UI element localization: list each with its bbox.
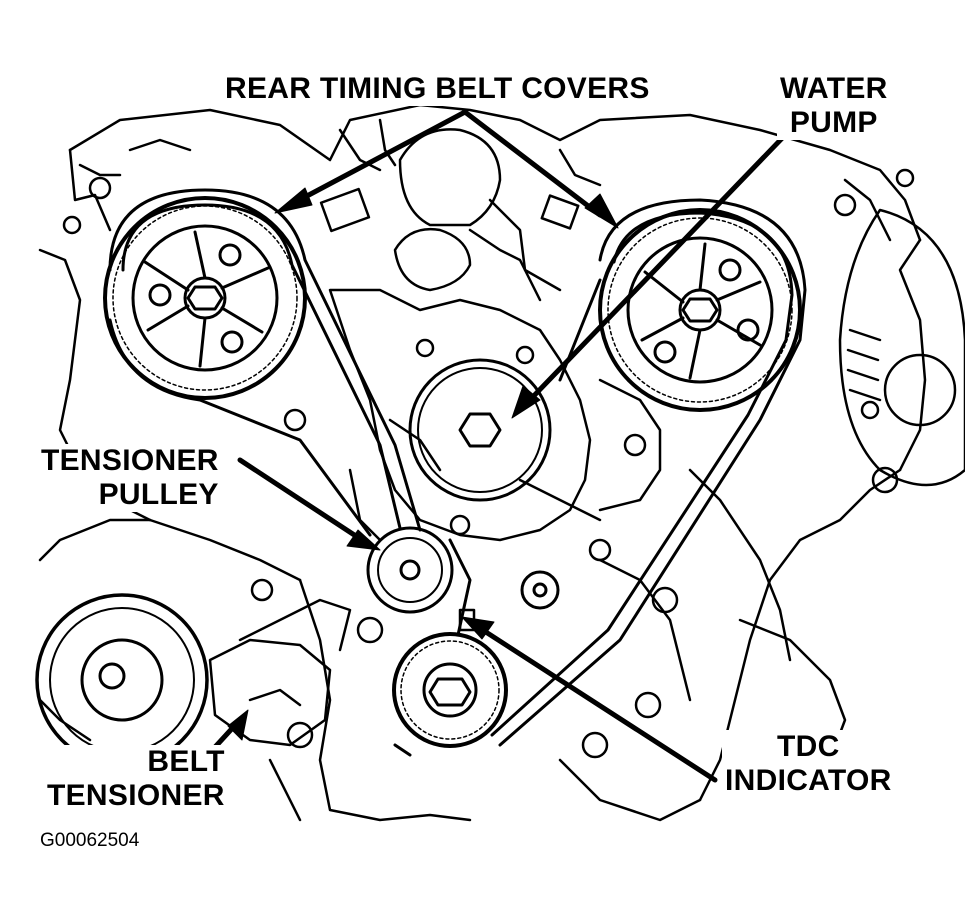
arrow-water-pump [522,127,793,408]
arrowhead-rear-cover-right [584,193,619,229]
tensioner-pulley-drawing [366,526,454,614]
water-pump-line-2: PUMP [789,106,878,139]
arrowhead-tensioner-pulley [346,529,381,551]
tensioner-pulley-line-1: TENSIONER [41,444,219,477]
left-camshaft-sprocket [103,196,307,400]
water-pump [408,358,552,502]
rear-timing-belt-covers-text: REAR TIMING BELT COVERS [225,72,650,105]
tdc-indicator-label: TDC INDICATOR [722,730,895,798]
tdc-indicator-line-2: INDICATOR [725,764,892,797]
arrow-rear-cover-left [287,109,468,208]
arrow-tdc-indicator [472,622,718,783]
mounting-bolts [62,168,915,759]
timing-belt [108,188,807,757]
belt-tensioner-line-1: BELT [147,745,225,778]
arrow-tensioner-pulley [237,457,368,545]
thermostat-housing [319,118,580,302]
arrowhead-belt-tensioner [227,709,249,741]
belt-tensioner-line-2: TENSIONER [47,779,225,812]
idler-pulley [520,570,560,610]
water-pump-line-1: WATER [780,72,888,105]
tensioner-pulley-line-2: PULLEY [98,478,219,511]
water-pump-label: WATER PUMP [777,72,891,140]
crankshaft-sprocket [392,632,508,748]
alternator [838,208,965,487]
tdc-indicator-line-1: TDC [777,730,840,763]
belt-tensioner-assembly [208,598,352,747]
accessory-drive-pulley [35,593,209,767]
arrow-rear-cover-right [462,109,603,218]
arrowheads [227,187,619,741]
tensioner-pulley-label: TENSIONER PULLEY [38,444,222,512]
arrowhead-water-pump [511,385,541,419]
arrowhead-tdc-indicator [461,616,495,640]
figure-id: G00062504 [40,830,140,851]
rear-timing-belt-covers-label: REAR TIMING BELT COVERS [222,72,653,106]
right-camshaft-sprocket [598,208,802,412]
belt-tensioner-label: BELT TENSIONER [44,745,228,813]
arrowhead-rear-cover-left [274,187,313,214]
